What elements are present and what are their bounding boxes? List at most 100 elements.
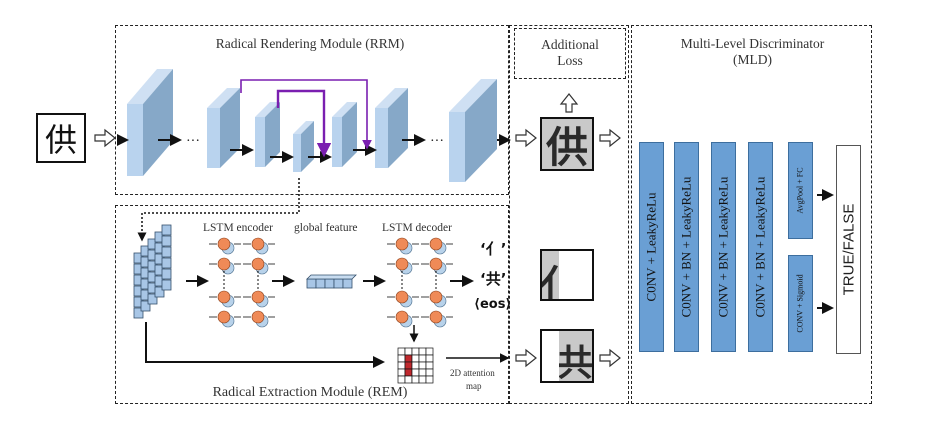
generated-character: 供 [545,122,588,171]
lstm-decoder-grid [387,237,453,328]
mld-block-2-label: C0NV + BN + LeakyReLu [678,176,694,318]
mld-block-1-label: C0NV + LeakyReLu [643,192,659,302]
rrm-feature-blocks [127,69,497,182]
lstm-encoder-label: LSTM encoder [203,222,273,234]
attention-cell [418,368,427,377]
attention-map-label-2: map [466,381,482,391]
global-feature-top [306,274,357,280]
rrm-block-front [255,117,265,167]
center-frame [509,25,629,404]
rrm-block-top [332,102,357,117]
attention-cell-active [404,368,413,377]
attention-cell [404,347,413,356]
rrm-block-side [301,121,314,172]
lstm-node [429,237,443,251]
rrm-block-6 [375,88,408,168]
rrm-block-front [332,117,342,167]
feature-map-stack [133,224,172,319]
rem-title: Radical Extraction Module (REM) [212,385,408,400]
attention-map-grid [397,347,434,384]
mld-head-avgpool-fc: AvgPool + FC [788,142,813,239]
mld-head-conv-sigmoid: CONV + Sigmoid [788,255,813,352]
attention-cell [411,361,420,370]
attention-cell [397,361,406,370]
global-feature-cell [306,278,317,289]
attention-cell [425,375,434,384]
attention-cell [397,347,406,356]
mld-block-1: C0NV + LeakyReLu [639,142,664,352]
mld-block-4-label: C0NV + BN + LeakyReLu [752,176,768,318]
lstm-node [395,237,409,251]
lstm-decoder-label: LSTM decoder [382,222,452,234]
output-token-radical-2: ‘共’ [480,270,507,288]
hollow-arrow-rem-out [515,348,537,368]
feature-cube [161,279,172,291]
attention-cell [397,354,406,363]
attention-cell [425,347,434,356]
rrm-block-4 [293,121,314,172]
global-feature-label: global feature [294,222,358,234]
global-feature-vector [306,274,357,289]
feature-cube [140,300,151,312]
rrm-frame [115,25,509,195]
input-character-box: 供 [36,113,86,163]
output-token-radical-1: ‘亻’ [480,240,507,258]
hollow-arrow-rrm-out [515,128,537,148]
rrm-block-side [265,102,280,167]
generated-character-image: 供 [540,117,594,171]
rrm-block-top [375,88,408,108]
rrm-block-2 [207,88,240,168]
feature-cube [133,307,144,319]
rrm-ellipsis-right: ··· [430,134,444,149]
rrm-block-top [207,88,240,108]
rrm-block-side [220,88,240,168]
radical-left-glyph: 亻 [542,253,559,299]
true-false-output: TRUE/FALSE [836,145,861,354]
attention-cell [418,347,427,356]
attention-cell [397,375,406,384]
rrm-block-side [465,79,497,182]
global-feature-cell [315,278,326,289]
feature-cube [161,224,172,236]
lstm-node [429,257,443,271]
attention-cell [411,375,420,384]
mld-title-line2: (MLD) [733,52,772,67]
attention-cell-active [404,354,413,363]
attention-cell [411,368,420,377]
lstm-encoder-grid [209,237,275,328]
feature-cube [161,257,172,269]
rrm-block-side [143,69,173,176]
lstm-node [429,290,443,304]
lstm-node [395,257,409,271]
bottleneck-link [137,178,300,242]
mld-block-2: C0NV + BN + LeakyReLu [674,142,699,352]
rrm-block-3 [255,102,280,167]
rrm-ellipsis-left: ··· [186,134,200,149]
global-feature-cell [324,278,335,289]
rrm-block-top [293,121,314,134]
lstm-node [217,237,231,251]
rrm-block-front [127,104,143,176]
hollow-arrow-to-mld-bottom [599,348,621,368]
mld-frame [631,25,872,404]
attention-cell [418,354,427,363]
radical-right-glyph: 共 [559,343,594,381]
mld-block-3: C0NV + BN + LeakyReLu [711,142,736,352]
rrm-block-1 [127,69,173,176]
mld-block-3-label: C0NV + BN + LeakyReLu [715,176,731,318]
hollow-arrow-input [94,128,116,148]
attention-cell [404,375,413,384]
lstm-node [217,290,231,304]
lstm-node [251,310,265,324]
lstm-node [251,257,265,271]
attention-cell [425,368,434,377]
attention-cell [411,347,420,356]
rrm-block-side [388,88,408,168]
rem-flow-arrows [145,275,510,368]
attention-cell [425,361,434,370]
mld-head-avgpool-fc-label: AvgPool + FC [796,167,805,214]
attention-cell [397,368,406,377]
feature-cube [147,293,158,305]
global-feature-cell [342,278,353,289]
